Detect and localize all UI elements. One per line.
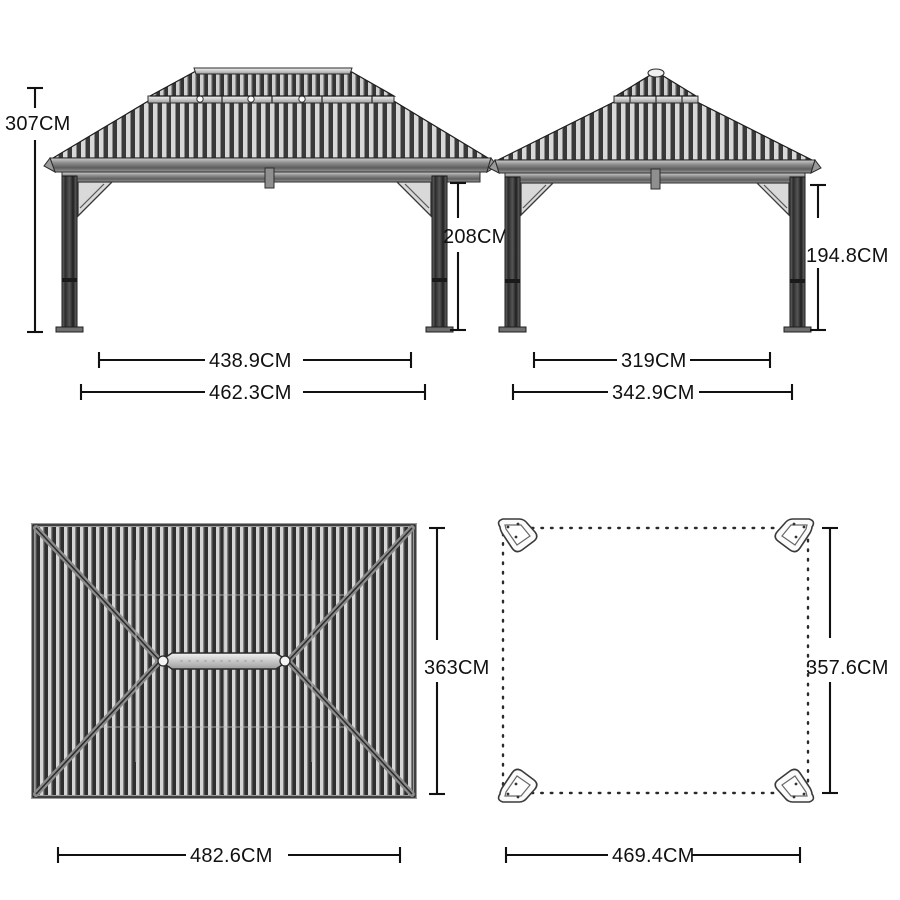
side-post-right[interactable] (789, 176, 806, 330)
dim-label-357-6: 357.6CM (806, 657, 889, 679)
side-post-foot-right (783, 326, 812, 333)
dim-label-482-6: 482.6CM (190, 845, 273, 867)
dim-label-194-8: 194.8CM (806, 245, 889, 267)
side-post-foot-left (498, 326, 527, 333)
dim-roof-width-319: 319CM (532, 350, 772, 372)
side-lower-roof (497, 99, 813, 161)
side-brace-right (755, 182, 790, 217)
floor-plan-corner-plate-top-left (497, 518, 538, 553)
dim-floor-depth-357-6: 357.6CM (806, 526, 889, 795)
floor-plan-corner-plate-top-right (774, 518, 815, 553)
dim-roof-width-438-9: 438.9CM (97, 350, 413, 372)
side-elevation-view: 194.8CM 319CM 342.9CM (488, 68, 889, 404)
floor-plan-corner-plate-bottom-left (497, 768, 538, 803)
dim-label-363: 363CM (424, 657, 489, 679)
front-elevation-view: 307CM 208CM 438.9CM (5, 67, 508, 404)
side-post-left[interactable] (504, 176, 521, 330)
dim-label-438-9: 438.9CM (209, 350, 292, 372)
dim-label-462-3: 462.3CM (209, 382, 292, 404)
side-roof-vent-posts (629, 96, 683, 103)
side-beam-center-joint (650, 168, 661, 190)
front-post-foot-right (425, 326, 454, 333)
floor-plan-boundary (501, 526, 810, 795)
side-finial-cap (647, 68, 665, 78)
roof-plan-ridge-node-left (157, 655, 169, 667)
front-brace-right (395, 181, 432, 218)
front-upper-roof (149, 70, 397, 97)
roof-plan-purlins (100, 528, 348, 794)
dim-label-319: 319CM (621, 350, 686, 372)
dim-label-307: 307CM (5, 113, 70, 135)
front-post-right[interactable] (431, 175, 448, 330)
front-post-foot-left (55, 326, 84, 333)
roof-plan-view: 363CM 482.6CM (31, 523, 489, 867)
front-post-left[interactable] (61, 175, 78, 330)
roof-plan-ridge (158, 652, 290, 670)
front-upper-ridge-cap (193, 67, 353, 75)
dim-label-469-4: 469.4CM (612, 845, 695, 867)
front-lower-roof (50, 99, 491, 159)
roof-plan-hip-rafters-core (35, 527, 413, 795)
side-brace-left (520, 182, 555, 217)
floor-plan-view: 357.6CM 469.4CM (497, 518, 889, 867)
dim-label-208: 208CM (443, 226, 508, 248)
dim-roof-width-482-6: 482.6CM (56, 845, 402, 867)
dim-eave-width-462-3: 462.3CM (79, 382, 427, 404)
front-brace-left (77, 181, 114, 218)
floor-plan-corner-plate-bottom-right (774, 768, 815, 803)
roof-plan-ridge-node-right (279, 655, 291, 667)
dim-floor-width-469-4: 469.4CM (504, 845, 802, 867)
dim-roof-depth-363: 363CM (424, 526, 489, 796)
dim-eave-width-342-9: 342.9CM (511, 382, 794, 404)
front-beam-center-joint (264, 167, 275, 189)
front-lower-roof-trim (147, 95, 395, 104)
dim-post-height-194-8: 194.8CM (806, 183, 889, 332)
dim-overall-height-307: 307CM (5, 86, 70, 334)
dim-label-342-9: 342.9CM (612, 382, 695, 404)
dim-post-height-208: 208CM (443, 181, 508, 332)
front-roof-vent-posts (169, 96, 373, 103)
